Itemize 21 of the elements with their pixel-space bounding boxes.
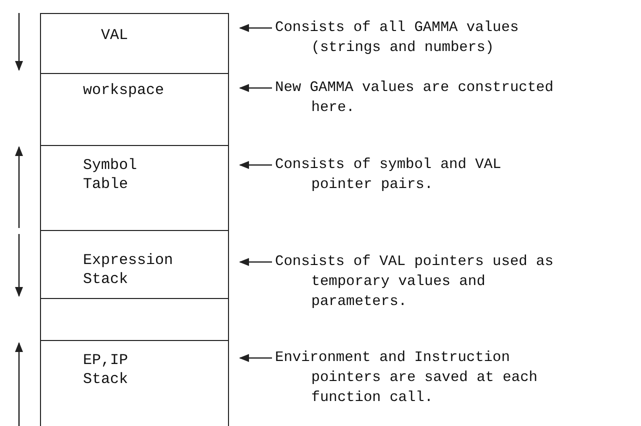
annotation-text: Environment and Instruction pointers are saved at each function call.	[275, 348, 545, 408]
segment-label: EP,IP Stack	[83, 351, 130, 389]
segment-label: VAL	[101, 26, 130, 45]
annotation-text: Consists of all GAMMA values (strings and numbers)	[275, 18, 550, 58]
memory-segment	[40, 73, 229, 146]
segment-label: Symbol Table	[83, 156, 138, 194]
segment-label: workspace	[83, 81, 166, 100]
arrow	[239, 354, 272, 362]
annotation-text: New GAMMA values are constructed here.	[275, 78, 565, 118]
annotation-text: Consists of VAL pointers used as temporary values and parameters.	[275, 252, 565, 312]
memory-segment	[40, 340, 229, 426]
memory-segment	[40, 13, 229, 74]
arrow	[239, 258, 272, 266]
arrow	[239, 24, 272, 32]
annotation-text: Consists of symbol and VAL pointer pairs.	[275, 155, 515, 195]
segment-label: Expression Stack	[83, 251, 174, 289]
memory-segment	[40, 298, 229, 341]
arrow	[239, 161, 272, 169]
arrow	[239, 84, 272, 92]
memory-segment	[40, 145, 229, 231]
memory-segment	[40, 230, 229, 299]
